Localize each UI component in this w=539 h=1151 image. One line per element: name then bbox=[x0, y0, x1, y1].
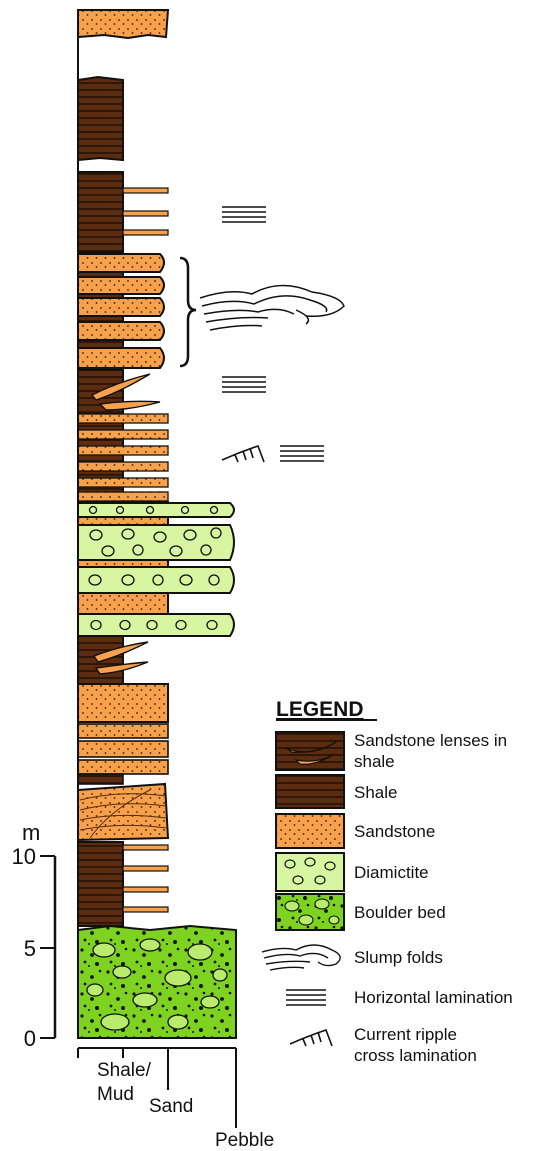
bed-shale-lower bbox=[78, 842, 168, 926]
horizontal-lamination-icon bbox=[222, 377, 266, 392]
legend-label: Current ripple bbox=[354, 1025, 457, 1044]
legend: LEGEND bbox=[262, 698, 513, 1065]
horizontal-lamination-icon bbox=[222, 207, 266, 222]
legend-slump-folds-icon bbox=[262, 945, 340, 970]
bed-sandstone-lenses bbox=[78, 370, 160, 414]
legend-current-ripple-icon bbox=[290, 1030, 332, 1046]
legend-label: Sandstone bbox=[354, 822, 435, 841]
bed-sandstone-stack bbox=[78, 684, 168, 784]
bed-sandstone-lenses-lower bbox=[78, 636, 148, 684]
axis-label-shale-mud: Mud bbox=[97, 1084, 134, 1105]
legend-label: Horizontal lamination bbox=[354, 988, 513, 1007]
legend-swatch-sandstone-lenses bbox=[276, 732, 344, 770]
legend-title: LEGEND bbox=[276, 698, 364, 721]
legend-swatch-boulder-bed bbox=[276, 894, 344, 930]
current-ripple-icon bbox=[222, 446, 264, 462]
legend-label: Sandstone lenses in bbox=[354, 731, 507, 750]
bed-sandstone-crossbedded bbox=[78, 784, 168, 840]
horizontal-lamination-icon bbox=[280, 446, 324, 461]
legend-swatch-sandstone bbox=[276, 814, 344, 848]
bed-sandstone-slumped bbox=[78, 252, 164, 372]
log-column bbox=[78, 10, 236, 1038]
legend-horizontal-lamination-icon bbox=[286, 990, 326, 1005]
axis-label-pebble: Pebble bbox=[215, 1130, 274, 1151]
scale-unit: m bbox=[22, 820, 40, 845]
axis-label-sand: Sand bbox=[149, 1096, 193, 1117]
bed-boulder bbox=[78, 926, 236, 1038]
legend-swatch-diamictite bbox=[276, 853, 344, 891]
scale-bar: m 10 5 0 bbox=[12, 820, 55, 1051]
legend-label: cross lamination bbox=[354, 1046, 477, 1065]
scale-tick-label: 10 bbox=[12, 844, 36, 869]
bed-shale bbox=[78, 77, 123, 160]
legend-label: Slump folds bbox=[354, 948, 443, 967]
legend-swatch-shale bbox=[276, 775, 344, 808]
bed-diamictite bbox=[78, 502, 234, 636]
slump-folds-icon bbox=[200, 285, 344, 330]
bed-interbedded-shale-sand bbox=[78, 414, 168, 502]
bed-shale-interbedded bbox=[78, 172, 168, 252]
legend-label: Boulder bed bbox=[354, 903, 446, 922]
scale-tick-label: 0 bbox=[24, 1026, 36, 1051]
legend-label: Shale bbox=[354, 783, 397, 802]
legend-label: Diamictite bbox=[354, 863, 429, 882]
axis-label-shale-mud: Shale/ bbox=[97, 1060, 152, 1081]
bracket-icon bbox=[180, 258, 196, 366]
bed-sandstone bbox=[78, 10, 168, 38]
legend-label: shale bbox=[354, 752, 395, 771]
scale-tick-label: 5 bbox=[24, 936, 36, 961]
